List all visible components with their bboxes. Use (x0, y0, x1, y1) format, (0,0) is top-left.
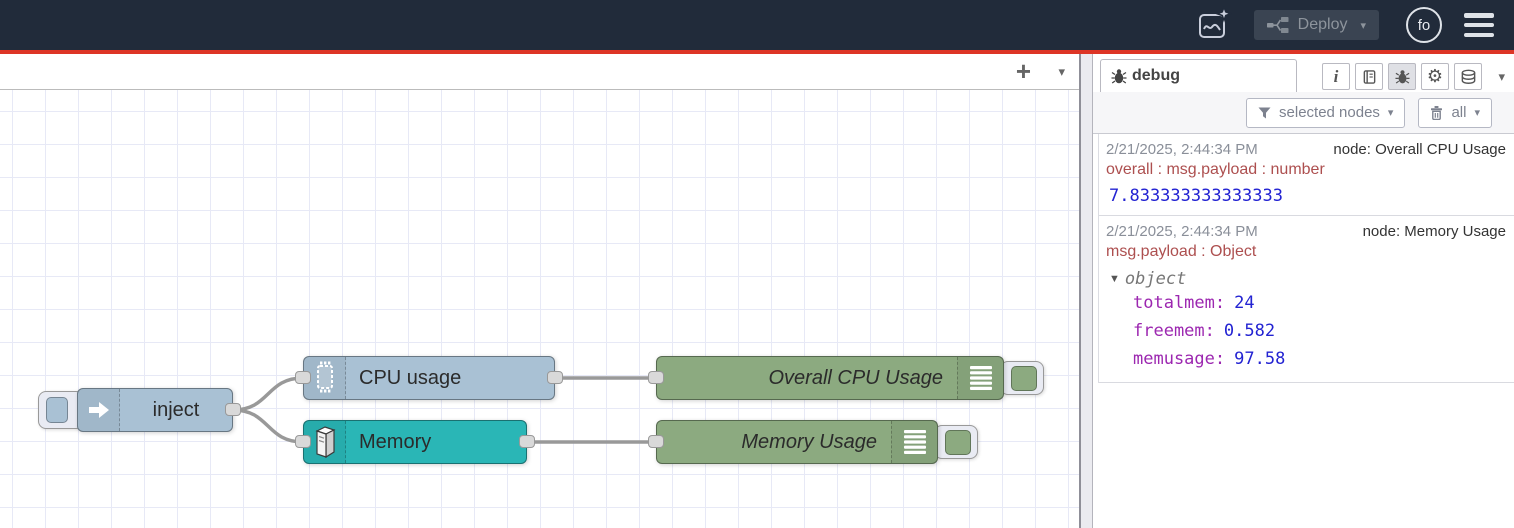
flow-canvas: + ▾ inject (0, 54, 1081, 528)
debug-messages-area: 2/21/2025, 2:44:34 PM node: Overall CPU … (1093, 134, 1514, 528)
wire[interactable] (231, 408, 305, 444)
clear-label: all (1451, 104, 1467, 121)
wire[interactable] (231, 376, 305, 412)
bug-icon (1111, 69, 1127, 84)
message-source: node: Overall CPU Usage (1333, 141, 1506, 158)
deploy-icon (1266, 17, 1289, 33)
debug-toggle-button[interactable] (934, 425, 978, 459)
node-label: inject (152, 398, 200, 421)
debug-tab-button[interactable] (1388, 63, 1416, 90)
bug-icon (1394, 70, 1410, 84)
accent-line (0, 50, 1514, 54)
port-input[interactable] (648, 434, 664, 448)
object-tree-toggle[interactable]: ▼ object (1106, 269, 1506, 289)
add-flow-button[interactable]: + (1015, 56, 1031, 86)
main-menu-icon[interactable] (1464, 13, 1494, 37)
debug-sidebar-icon (957, 357, 1003, 399)
node-label: Memory (359, 430, 432, 453)
wires-layer (231, 376, 658, 444)
node-label: CPU usage (359, 366, 462, 389)
node-cpu-usage[interactable]: CPU usage (295, 356, 563, 400)
filter-button[interactable]: selected nodes ▾ (1246, 97, 1406, 128)
debug-message: 2/21/2025, 2:44:34 PM node: Overall CPU … (1099, 134, 1514, 216)
filter-label: selected nodes (1279, 104, 1380, 121)
port-input[interactable] (648, 370, 664, 384)
port-input[interactable] (295, 370, 311, 384)
trash-icon (1431, 105, 1443, 120)
message-timestamp: 2/21/2025, 2:44:34 PM (1106, 223, 1258, 240)
help-tab-button[interactable] (1355, 63, 1383, 90)
tree-entry: totalmem:24 (1133, 293, 1255, 313)
message-value: 7.833333333333333 (1109, 186, 1283, 206)
port-output[interactable] (519, 434, 535, 448)
port-input[interactable] (295, 434, 311, 448)
caret-down-icon: ▾ (1474, 107, 1480, 119)
tree-caret-icon: ▼ (1109, 273, 1120, 285)
sidebar-splitter[interactable] (1081, 54, 1092, 528)
inject-trigger-button[interactable] (38, 391, 84, 429)
flow-list-caret-icon[interactable]: ▾ (1058, 64, 1065, 79)
debug-sidebar: debug i (1092, 54, 1514, 528)
tree-entry: freemem:0.582 (1133, 321, 1276, 341)
node-memory[interactable]: Memory (295, 420, 535, 464)
tree-root-label: object (1124, 269, 1187, 289)
port-output[interactable] (225, 402, 241, 416)
assistant-icon[interactable] (1196, 6, 1232, 44)
node-debug-overall-cpu[interactable]: Overall CPU Usage (648, 356, 1004, 400)
book-icon (1363, 69, 1375, 84)
port-output[interactable] (547, 370, 563, 384)
workspace-grid[interactable]: inject CPU usage (0, 90, 1079, 528)
user-avatar[interactable]: fo (1406, 7, 1442, 43)
computer-tower-icon (304, 421, 346, 463)
header-bar: Deploy ▾ fo (0, 0, 1514, 50)
node-label: Overall CPU Usage (768, 366, 943, 389)
deploy-button[interactable]: Deploy ▾ (1253, 10, 1379, 40)
message-property: msg.payload : Object (1106, 243, 1257, 260)
funnel-icon (1258, 107, 1271, 118)
avatar-initials: fo (1417, 16, 1431, 34)
inject-arrow-icon (78, 389, 120, 431)
deploy-caret-icon[interactable]: ▾ (1360, 19, 1366, 32)
tab-debug[interactable]: debug (1100, 59, 1297, 92)
message-property: overall : msg.payload : number (1106, 161, 1325, 178)
cpu-chip-icon (304, 357, 346, 399)
debug-sidebar-icon (891, 421, 937, 463)
tab-label: debug (1132, 67, 1180, 84)
info-tab-button[interactable]: i (1322, 63, 1350, 90)
deploy-label: Deploy (1297, 16, 1348, 33)
tree-entry: memusage:97.58 (1133, 349, 1286, 369)
debug-toolbar: selected nodes ▾ all ▾ (1093, 92, 1514, 134)
node-debug-memory[interactable]: Memory Usage (648, 420, 938, 464)
message-source: node: Memory Usage (1362, 223, 1506, 240)
sidebar-menu-caret-icon[interactable]: ▾ (1498, 69, 1505, 84)
config-tab-button[interactable]: ⚙ (1421, 63, 1449, 90)
debug-toggle-button[interactable] (1000, 361, 1044, 395)
sidebar-tabs: debug i (1093, 54, 1514, 92)
gear-icon: ⚙ (1426, 66, 1444, 86)
message-timestamp: 2/21/2025, 2:44:34 PM (1106, 141, 1258, 158)
node-inject[interactable]: inject (77, 388, 241, 432)
clear-all-button[interactable]: all ▾ (1418, 97, 1492, 128)
workspace-tab-bar: + ▾ (0, 54, 1079, 90)
debug-message: 2/21/2025, 2:44:34 PM node: Memory Usage… (1099, 216, 1514, 383)
context-tab-button[interactable] (1454, 63, 1482, 90)
database-icon (1461, 69, 1475, 84)
caret-down-icon: ▾ (1387, 107, 1394, 119)
node-label: Memory Usage (741, 430, 877, 453)
